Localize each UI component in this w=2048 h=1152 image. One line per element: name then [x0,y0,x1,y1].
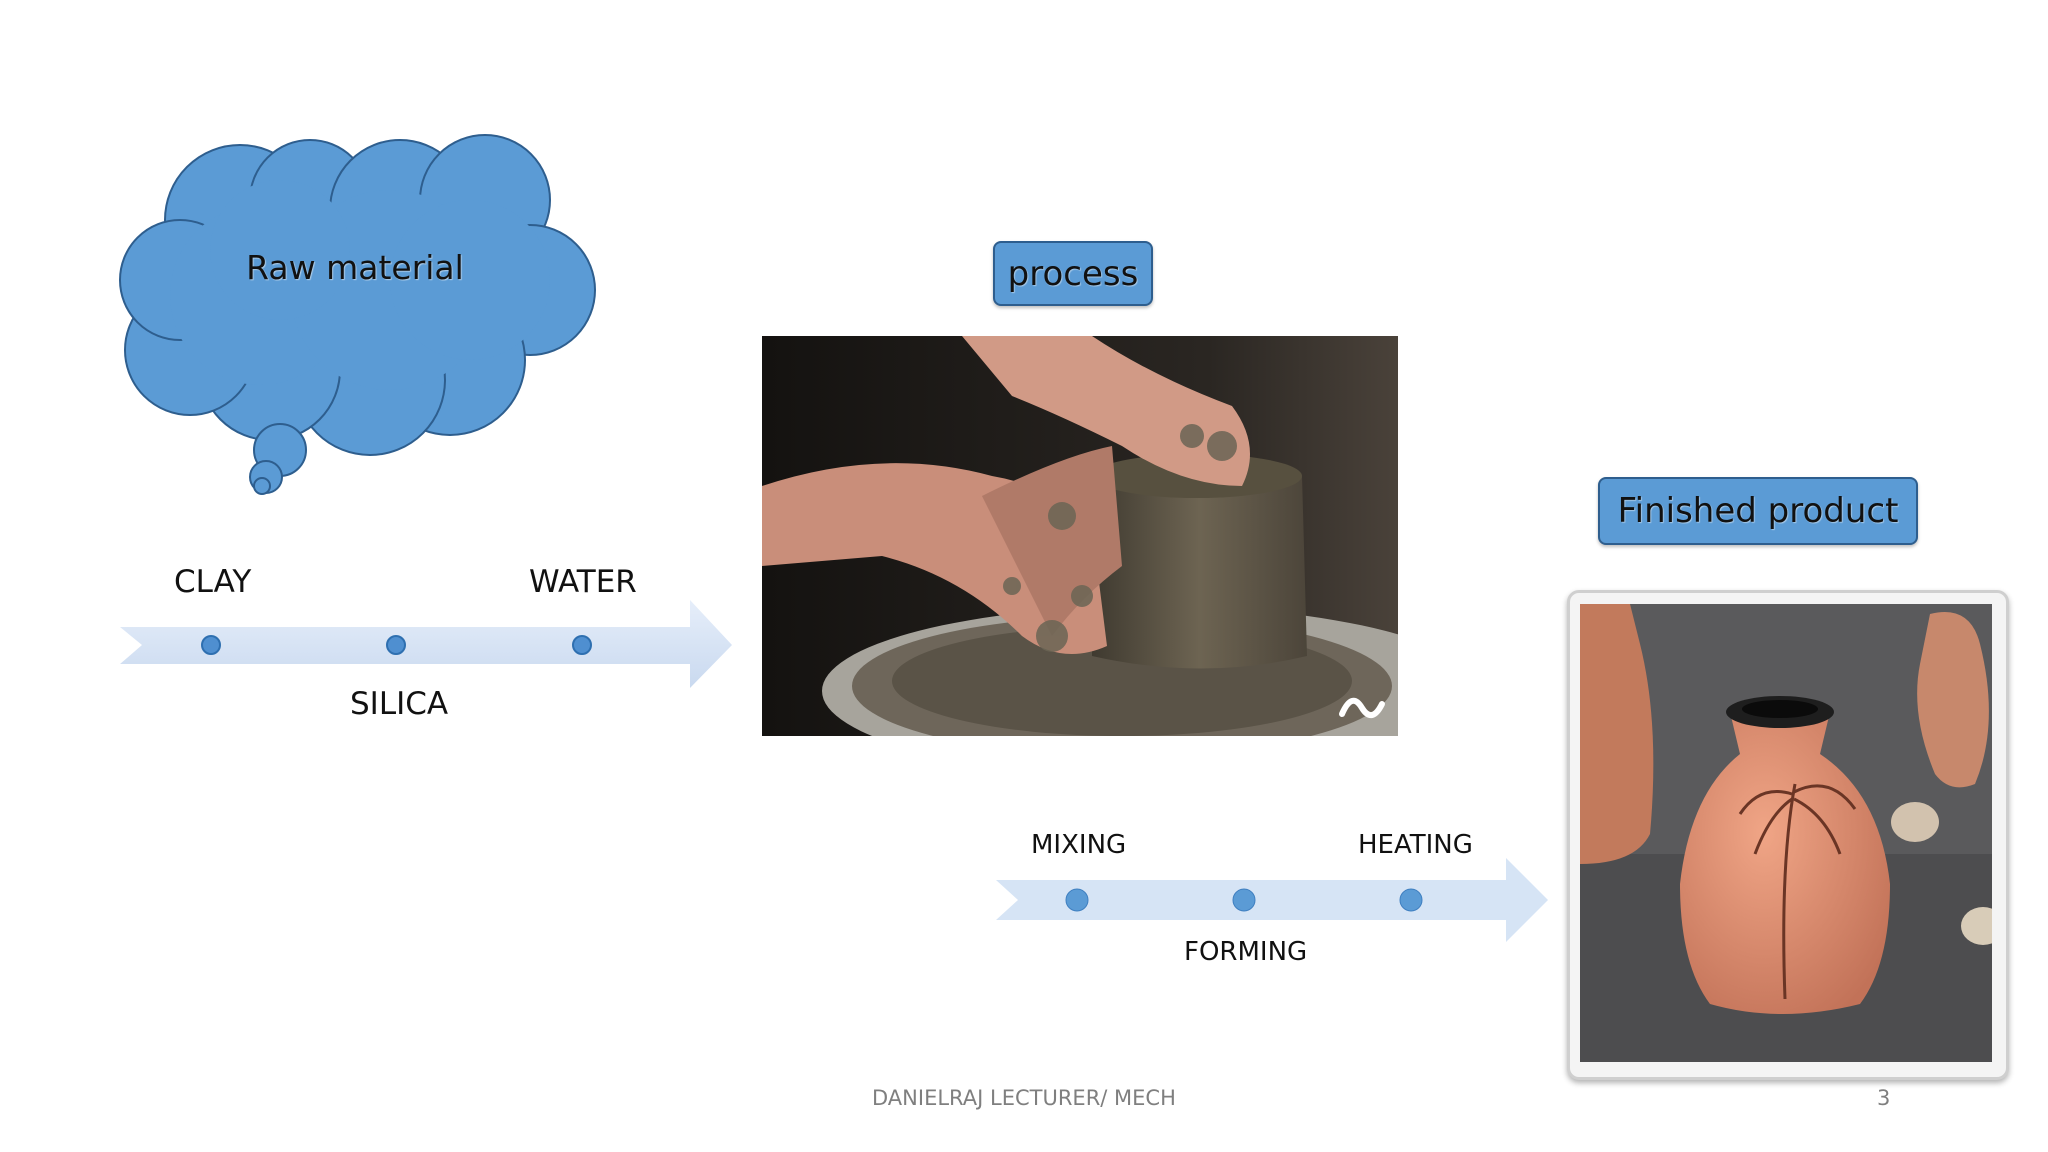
water-label: WATER [529,564,637,600]
process-timeline-arrow [996,858,1548,942]
thought-cloud-shape [119,134,596,495]
vase-photo [1580,604,1992,1062]
water-dot [572,635,592,655]
footer-author: DANIELRAJ LECTURER/ MECH [872,1086,1176,1110]
raw-material-label: Raw material [246,248,464,287]
mixing-label: MIXING [1031,830,1127,860]
finished-product-label: Finished product [1598,477,1918,545]
mixing-dot [1065,888,1089,912]
clay-label: CLAY [174,564,252,600]
heating-dot [1399,888,1423,912]
clay-dot [201,635,221,655]
raw-material-timeline-arrow [120,600,732,688]
silica-label: SILICA [350,686,449,722]
wave-logo-icon [1339,697,1385,718]
forming-dot [1232,888,1256,912]
heating-label: HEATING [1358,830,1473,860]
process-label: process [993,241,1153,306]
forming-label: FORMING [1184,937,1308,967]
pottery-wheel-photo [762,336,1398,736]
silica-dot [386,635,406,655]
slide-number: 3 [1877,1086,1891,1110]
